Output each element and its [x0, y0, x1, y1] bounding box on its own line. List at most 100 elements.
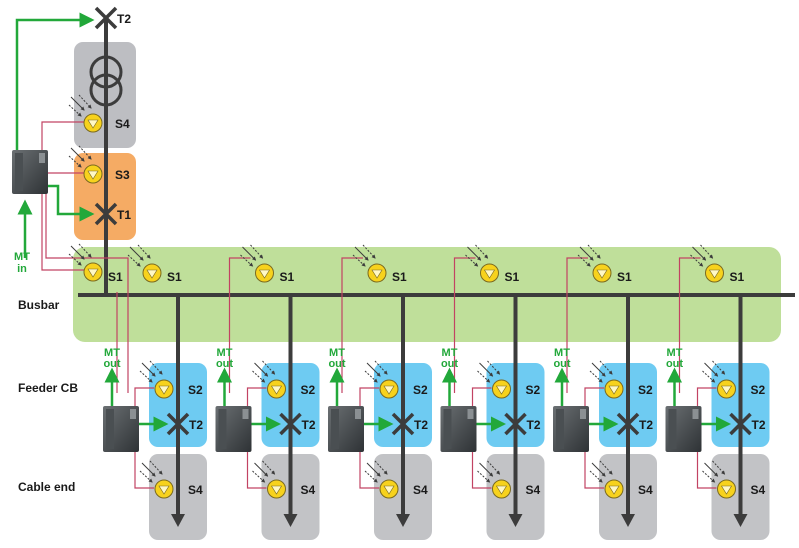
feeder-s4-label: S4 — [188, 483, 203, 497]
feeder-s1-label: S1 — [392, 270, 407, 284]
mt-out-label-line1: MT — [104, 347, 120, 359]
light-sensor-icon-s4 — [139, 460, 174, 499]
mt-out-label-line2: out — [216, 358, 233, 370]
light-sensor-icon-s2 — [364, 360, 399, 399]
feeder-s1-label: S1 — [280, 270, 295, 284]
relay-unit-icon — [215, 406, 252, 452]
feeder-s1-label: S1 — [730, 270, 745, 284]
feeder-s4-label: S4 — [526, 483, 541, 497]
signal-line-s2 — [134, 387, 154, 410]
feeder-t2-label: T2 — [752, 418, 766, 432]
feeder-s2-label: S2 — [526, 383, 541, 397]
signal-line-s4 — [359, 452, 379, 489]
busbar-zone-label: Busbar — [18, 298, 60, 312]
light-sensor-icon-s1 — [240, 244, 274, 283]
main-trip-lines — [15, 12, 95, 258]
light-sensor-icon-s2 — [252, 360, 286, 399]
signal-line-s4 — [246, 452, 267, 489]
cable-zone-label: Cable end — [18, 480, 75, 494]
t1-label: T1 — [117, 208, 131, 222]
arrow-down-icon — [508, 514, 523, 527]
signal-line-s4 — [134, 452, 154, 489]
light-sensor-icon-s4 — [252, 460, 286, 499]
mt-out-label-line1: MT — [217, 347, 233, 359]
t2-main-label: T2 — [117, 12, 131, 26]
relay-unit-icon — [103, 406, 139, 452]
feeder-s2-label: S2 — [413, 383, 428, 397]
feeder-s2-label: S2 — [301, 383, 316, 397]
mt-out-label-line1: MT — [329, 347, 345, 359]
signal-line-s4 — [584, 452, 604, 489]
feeder-t2-label: T2 — [414, 418, 428, 432]
mt-out-label-line2: out — [553, 358, 570, 370]
arrow-down-icon — [733, 514, 748, 527]
feeder-s2-label: S2 — [751, 383, 766, 397]
mt-out-label-line1: MT — [667, 347, 683, 359]
main-signal-lines — [41, 121, 129, 393]
signal-line-s2 — [696, 387, 717, 410]
circuit-breaker-icon — [729, 412, 752, 436]
arrow-down-icon — [621, 514, 635, 527]
feeder-s4-label: S4 — [638, 483, 653, 497]
main-relay-unit — [12, 150, 48, 194]
s1-main-label: S1 — [108, 270, 123, 284]
signal-line-s2 — [246, 387, 267, 410]
arrow-down-icon — [396, 514, 410, 527]
mt-in-label-line2: in — [17, 263, 27, 275]
circuit-breaker-icon — [166, 412, 190, 436]
signal-line-s4 — [471, 452, 492, 489]
transformer-icon — [89, 55, 123, 107]
light-sensor-icon-s1 — [690, 244, 724, 283]
feeder-zone-label: Feeder CB — [18, 381, 78, 395]
light-sensor-icon-s1 — [465, 244, 499, 283]
light-sensor-icon-s1 — [127, 244, 162, 283]
light-sensor-icon-s4-main — [68, 94, 103, 133]
feeder-t2-label: T2 — [527, 418, 541, 432]
relay-unit-icon — [328, 406, 364, 452]
feeder-s4-label: S4 — [751, 483, 766, 497]
light-sensor-icon-s2 — [702, 360, 736, 399]
feeder-t2-label: T2 — [189, 418, 203, 432]
s4-main-label: S4 — [115, 117, 130, 131]
circuit-breaker-icon — [391, 412, 415, 436]
feeder-s1-label: S1 — [167, 270, 182, 284]
s3-label: S3 — [115, 168, 130, 182]
mt-out-label-line2: out — [328, 358, 345, 370]
circuit-breaker-icon — [504, 412, 527, 436]
light-sensor-icon-s2 — [589, 360, 624, 399]
light-sensor-icon-s4 — [589, 460, 624, 499]
light-sensor-icon-s1-main — [68, 243, 103, 282]
mt-in-label-line1: MT — [14, 251, 30, 263]
light-sensor-icon-s2 — [477, 360, 511, 399]
mt-out-label-line1: MT — [442, 347, 458, 359]
arrow-down-icon — [283, 514, 298, 527]
light-sensor-icon-s2 — [139, 360, 174, 399]
feeders: MToutT2S1S2S4MToutT2S1S2S4MToutT2S1S2S4M… — [103, 244, 766, 527]
feeder-s2-label: S2 — [638, 383, 653, 397]
feeder-s1-label: S1 — [617, 270, 632, 284]
light-sensor-icon-s1 — [577, 244, 612, 283]
relay-unit-icon — [553, 406, 589, 452]
signal-line-s2 — [584, 387, 604, 410]
mt-out-label-line2: out — [441, 358, 458, 370]
mt-out-label-line2: out — [666, 358, 683, 370]
mt-out-label-line2: out — [103, 358, 120, 370]
relay-unit-icon — [440, 406, 477, 452]
light-sensor-icon-s4 — [702, 460, 736, 499]
feeder-s2-label: S2 — [188, 383, 203, 397]
light-sensor-icon-s1 — [352, 244, 387, 283]
light-sensor-icon-s3 — [68, 145, 103, 184]
feeder-t2-label: T2 — [302, 418, 316, 432]
signal-line-s2 — [471, 387, 492, 410]
relay-unit-icon — [665, 406, 702, 452]
feeder-s4-label: S4 — [301, 483, 316, 497]
feeder-s1-label: S1 — [505, 270, 520, 284]
mt-out-label-line1: MT — [554, 347, 570, 359]
